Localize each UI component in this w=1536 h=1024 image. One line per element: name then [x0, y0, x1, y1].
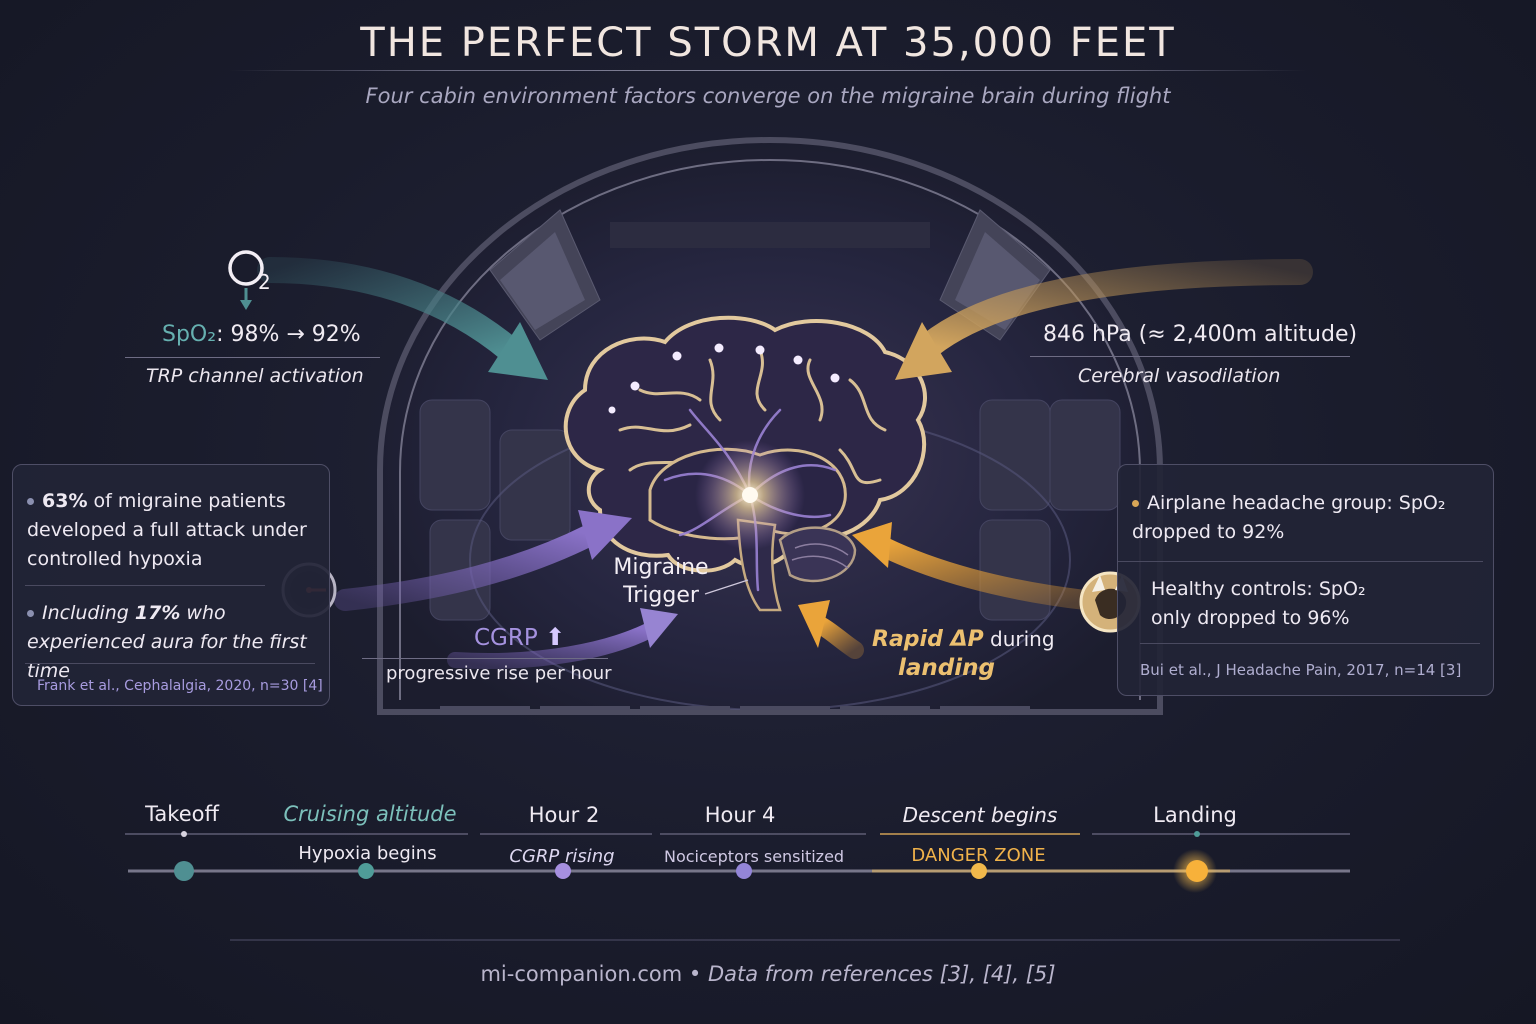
migraine-trigger-line2: Trigger [623, 583, 699, 608]
timeline-dots [174, 831, 1208, 882]
landing-pressure-arrow [798, 600, 864, 659]
hypoxia-arrow [257, 257, 548, 380]
aura-bullet: Including 17% who experienced aura for t… [27, 599, 327, 686]
headache-group-bullet: Airplane headache group: SpO₂ dropped to… [1132, 489, 1472, 547]
attack-rate-bullet: 63% of migraine patients developed a ful… [27, 487, 307, 574]
spo2-values: : 98% → 92% [216, 322, 361, 347]
bullet-dot [1132, 500, 1139, 507]
timeline-nociceptors: Nociceptors sensitized [664, 847, 845, 866]
bui-citation: Bui et al., J Headache Pain, 2017, n=14 … [1140, 661, 1462, 679]
footer: mi-companion.com • Data from references … [0, 962, 1536, 986]
footer-separator: • [682, 962, 708, 986]
migraine-trigger-label: Migraine Trigger [596, 554, 726, 610]
vasodilation-label: Cerebral vasodilation [1078, 365, 1281, 387]
timeline-hour2: Hour 2 [528, 803, 600, 827]
cgrp-label: CGRP ⬆ [474, 623, 565, 651]
timeline-danger-zone: DANGER ZONE [911, 845, 1046, 866]
timeline-takeoff: Takeoff [145, 802, 219, 826]
hypoxia-attack-arrow [334, 510, 632, 611]
timeline-landing: Landing [1153, 803, 1237, 827]
attack-rate-value: 63% [42, 490, 88, 512]
frank-citation: Frank et al., Cephalalgia, 2020, n=30 [4… [37, 678, 323, 694]
trigger-leader-line [704, 579, 749, 595]
aura-text: who experienced aura for the first time [27, 602, 307, 682]
healthy-controls-text: Healthy controls: SpO₂ only dropped to 9… [1151, 578, 1366, 629]
spo2-study-card: Airplane headache group: SpO₂ dropped to… [1117, 464, 1494, 696]
footer-site-link[interactable]: mi-companion.com [480, 962, 683, 986]
cgrp-term: CGRP [474, 625, 538, 651]
trp-activation-label: TRP channel activation [146, 365, 364, 387]
bullet-dot [27, 498, 34, 505]
migraine-trigger-line1: Migraine [613, 555, 709, 580]
card-divider [1140, 643, 1480, 644]
brain-icon [563, 315, 928, 612]
pressure-arrow [895, 259, 1313, 380]
cgrp-progressive-label: progressive rise per hour [386, 663, 612, 684]
spo2-change-label: SpO₂: 98% → 92% [162, 322, 361, 347]
card-divider [25, 663, 315, 664]
timeline-dot [736, 863, 752, 879]
timeline-cgrp: CGRP rising [509, 846, 615, 867]
title-divider [230, 70, 1306, 71]
rapid-pressure-term: Rapid ΔP [872, 627, 984, 652]
timeline-hour4: Hour 4 [704, 803, 776, 827]
timeline-tick [181, 831, 187, 837]
footer-references: Data from references [3], [4], [5] [707, 962, 1056, 986]
attack-rate-text: of migraine patients developed a full at… [27, 490, 307, 570]
pressure-divider [1030, 356, 1350, 357]
timeline-dot [971, 863, 987, 879]
bullet-dot [27, 610, 34, 617]
rapid-pressure-label: Rapid ΔP during [872, 627, 1055, 652]
hypoxia-divider [125, 357, 380, 358]
headache-group-text: Airplane headache group: SpO₂ dropped to… [1132, 492, 1446, 543]
aura-value: 17% [134, 602, 181, 624]
spo2-term: SpO₂ [162, 322, 217, 347]
ear-pressure-arrow [852, 522, 1095, 610]
cgrp-arrow [447, 608, 678, 669]
timeline-dot [1186, 860, 1208, 882]
timeline-hypoxia: Hypoxia begins [298, 843, 437, 864]
cabin-pressure-label: 846 hPa (≈ 2,400m altitude) [1043, 322, 1358, 347]
card-divider [1118, 561, 1483, 562]
timeline-descent: Descent begins [902, 803, 1058, 827]
card-divider [25, 585, 265, 586]
o2-icon [228, 250, 264, 310]
aura-text-pre: Including [42, 602, 135, 624]
timeline-cruising: Cruising altitude [283, 802, 457, 826]
page-subtitle: Four cabin environment factors converge … [365, 84, 1171, 108]
page-title: THE PERFECT STORM AT 35,000 FEET [360, 20, 1176, 66]
landing-word: landing [898, 655, 995, 681]
timeline-dot [358, 863, 374, 879]
rapid-pressure-rest: during [983, 627, 1055, 651]
cgrp-divider [362, 658, 608, 659]
cgrp-rise-icon: ⬆ [545, 623, 566, 651]
timeline-dot [174, 861, 194, 881]
timeline-dot [555, 863, 571, 879]
hypoxia-study-card: 63% of migraine patients developed a ful… [12, 464, 330, 706]
timeline-tick [1194, 831, 1200, 837]
o2-subscript: 2 [258, 270, 271, 294]
